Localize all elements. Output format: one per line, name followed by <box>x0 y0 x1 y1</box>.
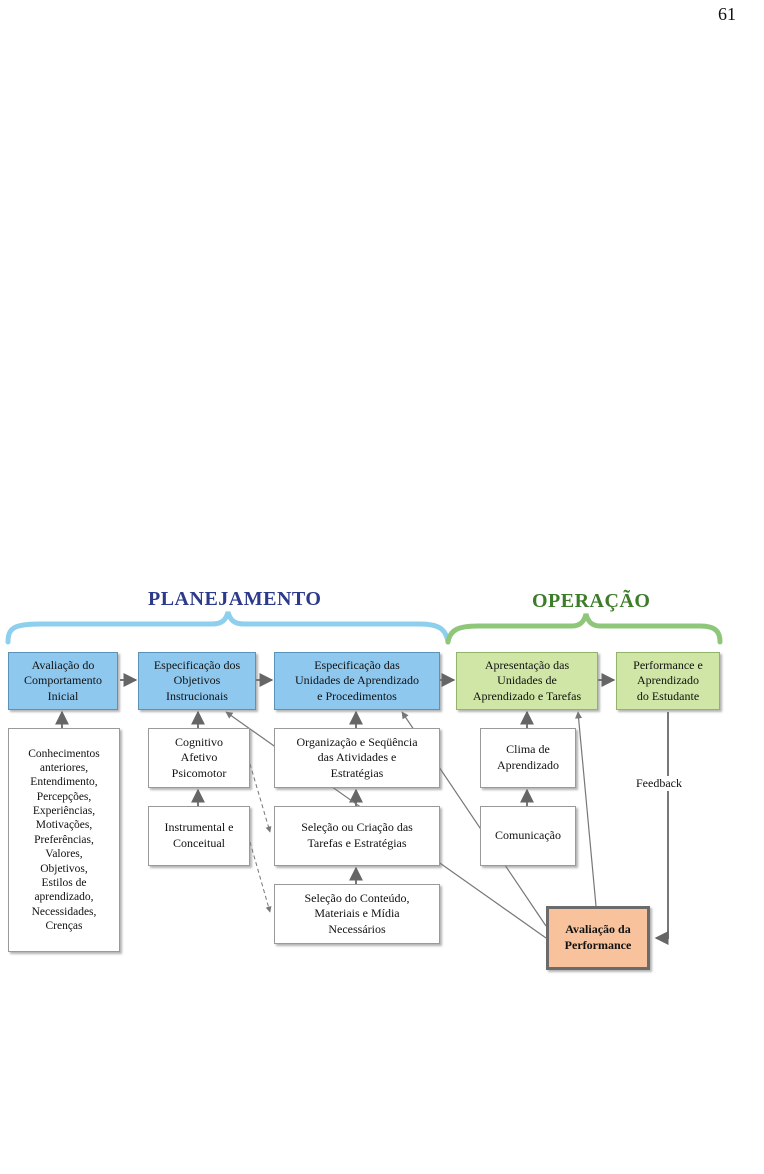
especificacao-objetivos-box: Especificação dos Objetivos Instrucionai… <box>138 652 256 710</box>
selecao-conteudo-box: Seleção do Conteúdo, Materiais e Mídia N… <box>274 884 440 944</box>
conhecimentos-box: Conhecimentos anteriores, Entendimento, … <box>8 728 120 952</box>
especificacao-objetivos-text: Especificação dos Objetivos Instrucionai… <box>153 657 241 703</box>
comunicacao-box: Comunicação <box>480 806 576 866</box>
avaliacao-comportamento-text: Avaliação do Comportamento Inicial <box>24 657 102 703</box>
operation-title: OPERAÇÃO <box>532 590 651 612</box>
planning-title: PLANEJAMENTO <box>148 588 322 610</box>
especificacao-unidades-text: Especificação das Unidades de Aprendizad… <box>295 657 419 703</box>
feedback-line <box>654 712 669 945</box>
avaliacao-performance-box: Avaliação da Performance <box>546 906 650 970</box>
comunicacao-text: Comunicação <box>495 828 561 843</box>
clima-text: Clima de Aprendizado <box>497 742 559 772</box>
page-number: 61 <box>718 4 736 24</box>
dashed-arrow-2 <box>249 841 272 913</box>
especificacao-unidades-box: Especificação das Unidades de Aprendizad… <box>274 652 440 710</box>
cognitivo-box: Cognitivo Afetivo Psicomotor <box>148 728 250 788</box>
selecao-tarefas-box: Seleção ou Criação das Tarefas e Estraté… <box>274 806 440 866</box>
planning-brace <box>5 611 451 645</box>
eval-line-apresentacao <box>575 711 597 907</box>
selecao-conteudo-text: Seleção do Conteúdo, Materiais e Mídia N… <box>304 890 410 936</box>
operation-brace <box>445 613 723 645</box>
feedback-label: Feedback <box>636 776 682 791</box>
instrumental-text: Instrumental e Conceitual <box>164 820 234 850</box>
selecao-tarefas-text: Seleção ou Criação das Tarefas e Estraté… <box>301 820 413 850</box>
instrumental-box: Instrumental e Conceitual <box>148 806 250 866</box>
performance-aprendizado-text: Performance e Aprendizado do Estudante <box>633 657 703 703</box>
organizacao-box: Organização e Seqüência das Atividades e… <box>274 728 440 788</box>
clima-box: Clima de Aprendizado <box>480 728 576 788</box>
apresentacao-unidades-box: Apresentação das Unidades de Aprendizado… <box>456 652 598 710</box>
performance-aprendizado-box: Performance e Aprendizado do Estudante <box>616 652 720 710</box>
organizacao-text: Organização e Seqüência das Atividades e… <box>296 734 418 780</box>
conhecimentos-text: Conhecimentos anteriores, Entendimento, … <box>28 747 100 933</box>
apresentacao-unidades-text: Apresentação das Unidades de Aprendizado… <box>472 657 582 703</box>
dashed-arrow-1 <box>249 763 272 833</box>
cognitivo-text: Cognitivo Afetivo Psicomotor <box>171 734 227 780</box>
avaliacao-comportamento-box: Avaliação do Comportamento Inicial <box>8 652 118 710</box>
avaliacao-performance-text: Avaliação da Performance <box>564 922 632 952</box>
